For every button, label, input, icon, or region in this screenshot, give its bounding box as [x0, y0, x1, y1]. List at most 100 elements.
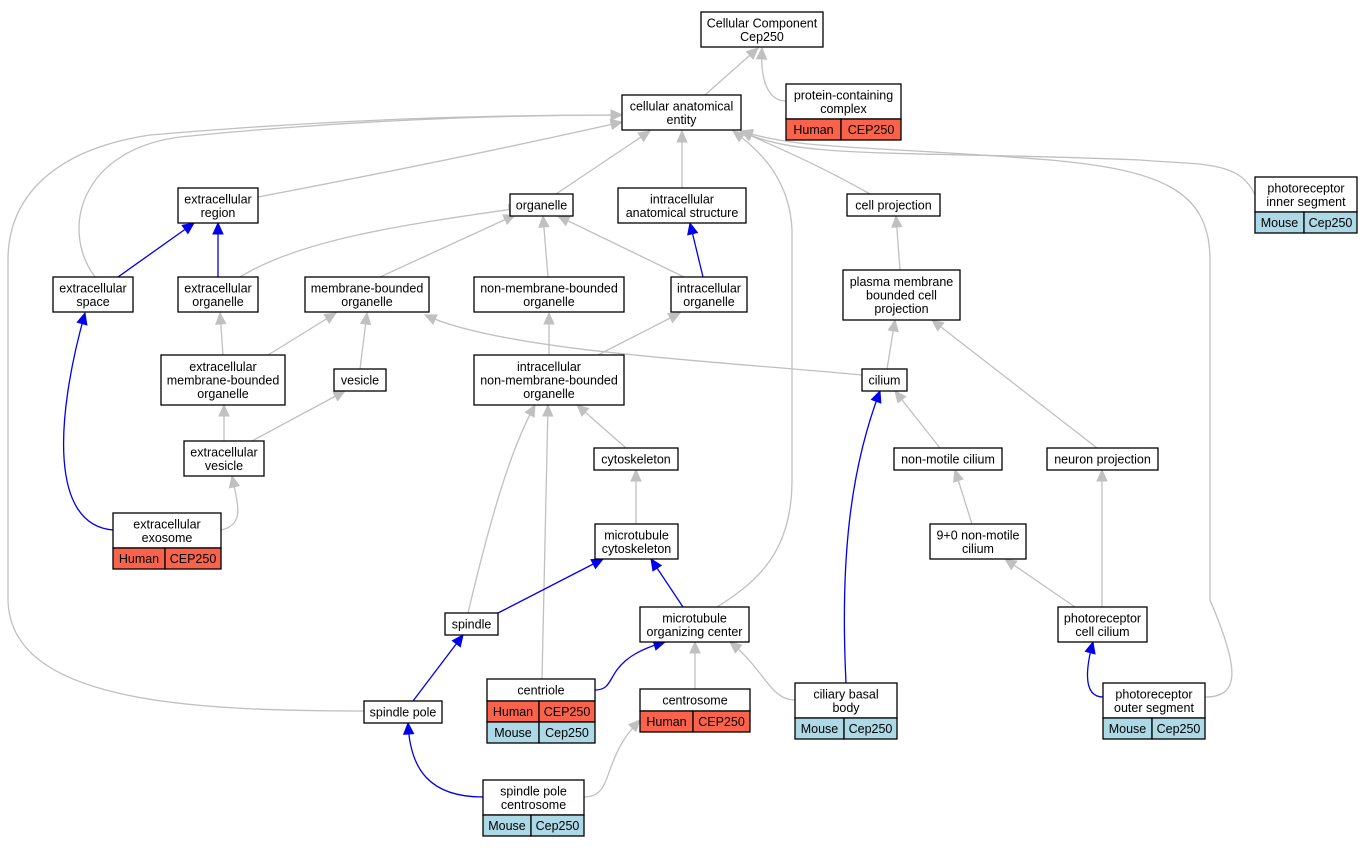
edge-arrowhead [590, 558, 605, 570]
node-cilium[interactable]: cilium [861, 368, 908, 392]
edge-sp_centrosome-to-centrosome [583, 719, 641, 798]
edge-pr_cilium-to-nine_zero [1004, 558, 1076, 608]
edge-arrowhead [1004, 558, 1018, 571]
node-box [593, 447, 679, 471]
node-organelle[interactable]: organelle [509, 193, 574, 217]
node-label-line: intracellular [517, 360, 581, 374]
edge-pr_cilium-to-neuron_proj [1096, 468, 1108, 607]
node-label-line: extracellular [59, 281, 126, 295]
edge-arrowhead [931, 319, 945, 332]
gene-label: CEP250 [848, 123, 895, 137]
edge-arrowhead [610, 109, 624, 121]
edge-arrowhead [576, 404, 590, 417]
edge-intra_organelle-to-organelle [556, 215, 685, 278]
node-box [482, 779, 585, 816]
edge-cilium-to-pm_proj [886, 318, 899, 370]
node-label-line: centrosome [662, 694, 727, 708]
edge-sp_centrosome-to-spindle_pole [402, 721, 484, 798]
node-box [700, 11, 824, 48]
node-box [842, 269, 961, 321]
node-vesicle[interactable]: vesicle [333, 368, 387, 392]
edge-arrowhead [218, 403, 230, 417]
node-label-line: exosome [142, 531, 193, 545]
node-cytoskeleton[interactable]: cytoskeleton [593, 447, 679, 471]
edge-arrowhead [887, 318, 899, 333]
edge-nonmem_organelle-to-organelle [538, 214, 550, 278]
edge-line [894, 390, 941, 449]
node-label-line: spindle pole [370, 706, 437, 720]
node-label-line: extracellular [133, 517, 200, 531]
gene-label: Cep250 [849, 722, 893, 736]
gene-cell [840, 118, 902, 141]
node-box [183, 440, 265, 477]
edge-line [1004, 558, 1076, 608]
species-label: Mouse [801, 722, 839, 736]
node-cell-proj[interactable]: cell projection [846, 193, 941, 217]
edge-ext_mem_organelle-to-ext_organelle [215, 311, 227, 356]
edge-line [424, 314, 863, 376]
edge-line [583, 719, 641, 798]
node-spindle[interactable]: spindle [444, 612, 499, 636]
species-label: Human [646, 715, 686, 729]
node-nonmotile[interactable]: non-motile cilium [893, 447, 1003, 471]
node-label-line: organelle [341, 295, 392, 309]
node-box [52, 276, 134, 313]
edge-exosome-to-ext_vesicle [220, 474, 241, 531]
edge-arrowhead [732, 130, 746, 143]
edge-arrowhead [687, 221, 699, 236]
node-label-line: space [76, 295, 109, 309]
species-label: Mouse [494, 726, 532, 740]
node-label-line: region [201, 206, 236, 220]
node-box [670, 276, 748, 313]
edge-line [740, 130, 1233, 698]
node-box [473, 354, 625, 406]
gene-label: CEP250 [544, 705, 591, 719]
edge-intra_organelle-to-intra_struct [687, 221, 704, 278]
gene-label: Cep250 [1157, 722, 1201, 736]
edge-arrowhead [667, 312, 682, 324]
edge-pr_outer-to-pr_cilium [1084, 640, 1104, 698]
node-box [304, 276, 430, 313]
edge-spindle-to-intra_nonmem [467, 403, 536, 614]
gene-cell [843, 717, 898, 740]
node-neuron-proj[interactable]: neuron projection [1046, 447, 1159, 471]
node-box [473, 276, 625, 313]
node-box [1046, 447, 1159, 471]
node-spindle-pole[interactable]: spindle pole [363, 700, 443, 724]
edge-line [716, 130, 793, 608]
node-label-line: organelle [523, 387, 574, 401]
edge-intra_struct-to-cae [676, 129, 688, 188]
edge-spindle_pole-to-spindle [412, 634, 464, 702]
edge-pm_proj-to-cell_proj [891, 214, 903, 271]
node-intra-nonmem[interactable]: intracellularnon-membrane-boundedorganel… [473, 354, 625, 406]
